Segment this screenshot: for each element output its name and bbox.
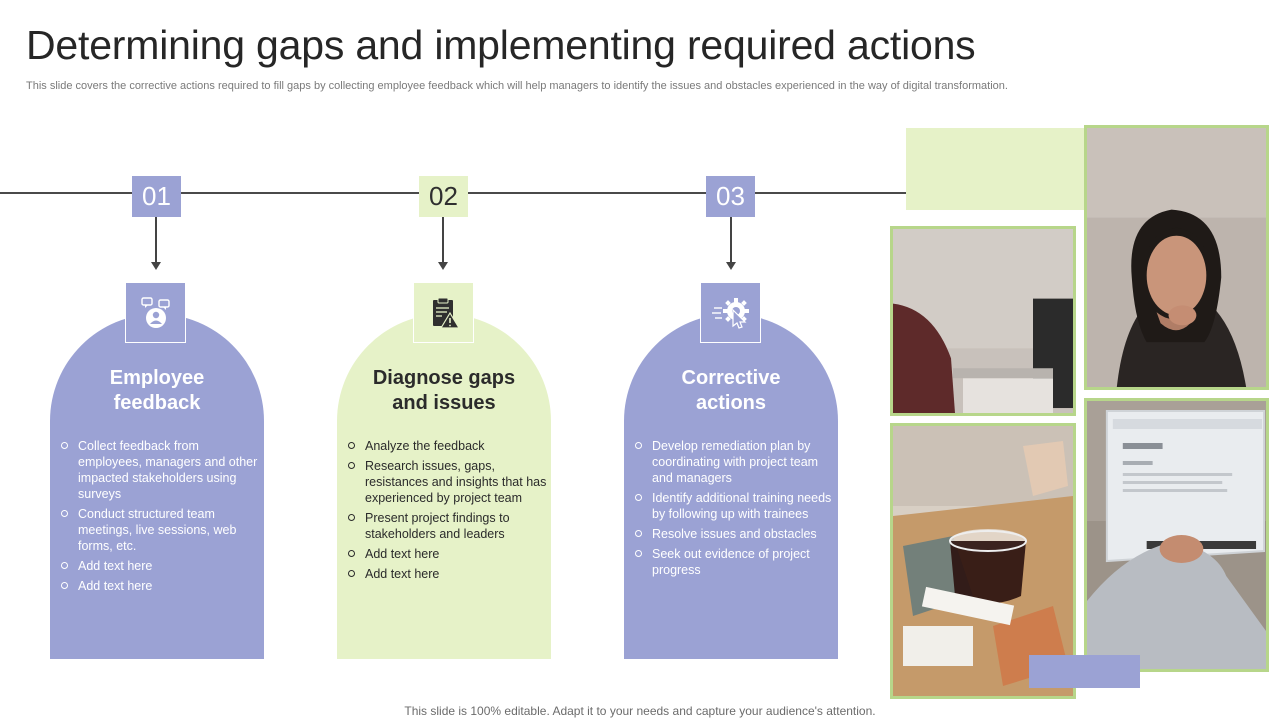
list-item: Conduct structured team meetings, live s… [60,506,260,554]
photo-laptop-user [1084,398,1269,672]
list-item: Add text here [347,566,547,582]
step-card-3: Corrective actions Develop remediation p… [624,314,838,659]
list-item: Research issues, gaps, resistances and i… [347,458,547,506]
step-number-badge-3: 03 [706,176,755,217]
gear-cursor-icon [700,282,761,343]
step-arrow-head-2 [438,262,448,270]
photo-coffee-desk [890,423,1076,699]
list-item: Add text here [60,558,260,574]
page-title: Determining gaps and implementing requir… [26,22,976,68]
list-item: Seek out evidence of project progress [634,546,834,578]
photo-thinking-man [1084,125,1269,390]
step-heading-2: Diagnose gaps and issues [372,367,516,414]
step-heading-1: Employee feedback [109,367,205,414]
decorative-purple-block [1029,655,1140,688]
list-item: Add text here [347,546,547,562]
feedback-person-icon [125,282,186,343]
step-list-3: Develop remediation plan by coordinating… [634,438,834,582]
step-arrow-head-3 [726,262,736,270]
step-arrow-3 [730,217,732,264]
list-item: Add text here [60,578,260,594]
step-heading-3: Corrective actions [681,367,781,414]
step-card-2: Diagnose gaps and issues Analyze the fee… [337,314,551,659]
list-item: Collect feedback from employees, manager… [60,438,260,502]
clipboard-warning-icon [413,282,474,343]
step-arrow-1 [155,217,157,264]
list-item: Resolve issues and obstacles [634,526,834,542]
photo-office-meeting [890,226,1076,416]
step-list-1: Collect feedback from employees, manager… [60,438,260,598]
list-item: Develop remediation plan by coordinating… [634,438,834,486]
page-subtitle: This slide covers the corrective actions… [26,80,1008,92]
step-number-badge-2: 02 [419,176,468,217]
step-list-2: Analyze the feedback Research issues, ga… [347,438,547,586]
step-arrow-head-1 [151,262,161,270]
step-number-badge-1: 01 [132,176,181,217]
footer-note: This slide is 100% editable. Adapt it to… [404,704,876,718]
list-item: Present project findings to stakeholders… [347,510,547,542]
step-card-1: Employee feedback Collect feedback from … [50,314,264,659]
list-item: Analyze the feedback [347,438,547,454]
step-arrow-2 [442,217,444,264]
list-item: Identify additional training needs by fo… [634,490,834,522]
